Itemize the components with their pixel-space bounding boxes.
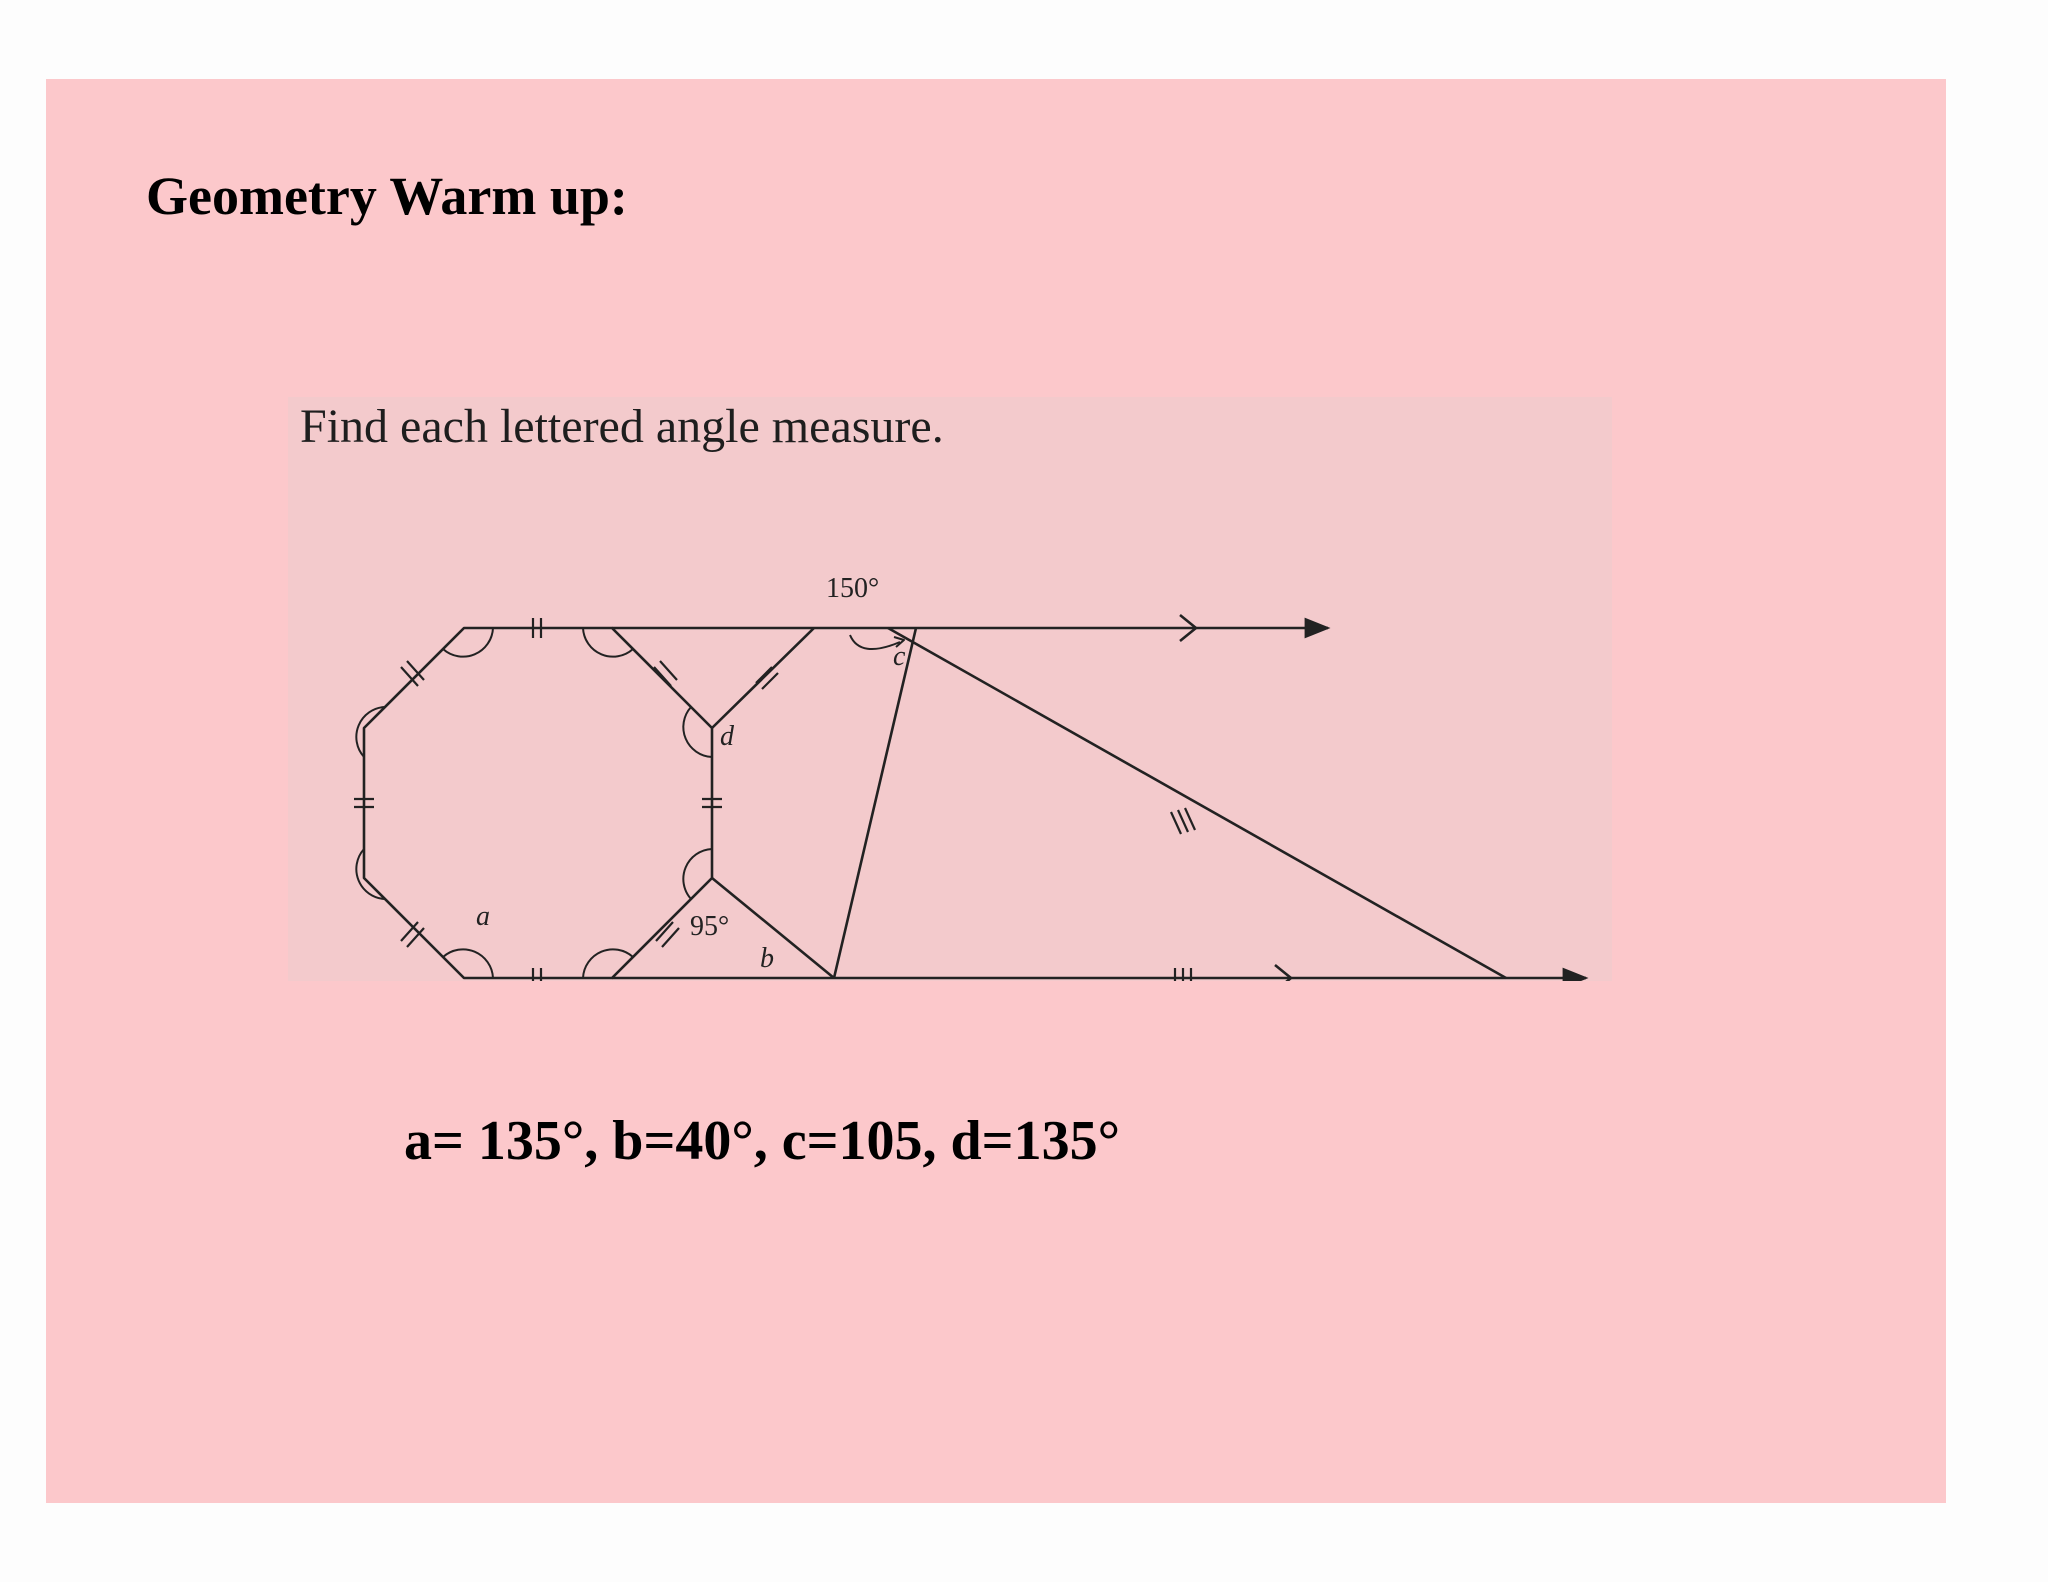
segment-to-bottom (711, 876, 835, 980)
transversal-segment (832, 627, 918, 979)
problem-image: Find each lettered angle measure. (288, 397, 1612, 981)
angle-arcs (355, 627, 713, 979)
label-95: 95° (690, 911, 729, 942)
long-diagonal (887, 626, 1507, 980)
label-a: a (476, 901, 490, 932)
parallel-chevron-bottom (1274, 963, 1293, 981)
angle-150-arrow (849, 634, 901, 650)
label-b: b (760, 943, 774, 974)
congruence-marks (354, 618, 1197, 981)
answer-text: a= 135°, b=40°, c=105, d=135° (404, 1110, 1120, 1172)
label-d: d (720, 721, 735, 752)
label-150: 150° (826, 573, 879, 604)
label-c: c (893, 641, 906, 672)
problem-instruction: Find each lettered angle measure. (300, 400, 944, 453)
parallel-chevron-top (1179, 613, 1198, 643)
slide: Geometry Warm up: Find each lettered ang… (46, 79, 1946, 1503)
slide-title: Geometry Warm up: (146, 166, 628, 226)
segment-to-top (711, 627, 815, 729)
geometry-figure: 150° 95° a b c d (354, 573, 1589, 981)
